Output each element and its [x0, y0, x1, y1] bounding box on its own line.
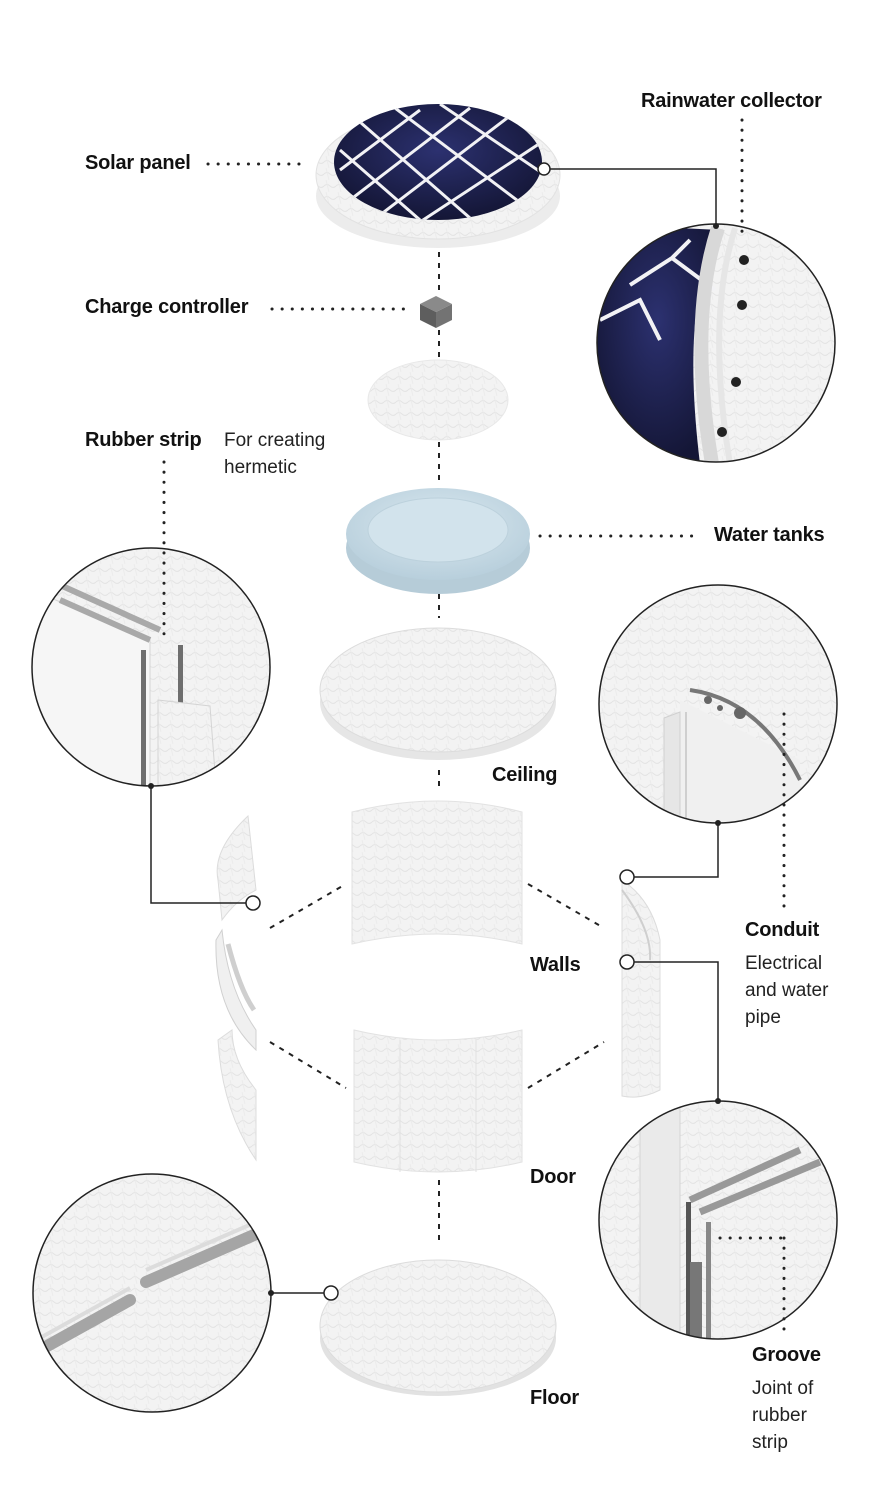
desc-groove: Joint of rubber strip [752, 1375, 813, 1456]
desc-rubber-strip-line: hermetic [224, 457, 297, 478]
desc-conduit-line: pipe [745, 1007, 781, 1028]
label-groove: Groove [752, 1344, 821, 1366]
wall-left-side [215, 814, 261, 1162]
label-conduit: Conduit [745, 919, 820, 941]
desc-groove-line: rubber [752, 1405, 807, 1426]
desc-conduit-line: Electrical [745, 953, 823, 974]
floor-component [319, 1259, 557, 1396]
detail-circle-floor-joint [32, 1173, 272, 1413]
insulation-disc [367, 359, 509, 441]
water-tank-component [346, 488, 530, 594]
label-walls: Walls [530, 954, 581, 976]
detail-circle-rainwater [596, 223, 836, 463]
detail-circle-conduit [598, 584, 838, 824]
label-charge-controller: Charge controller [85, 296, 249, 318]
charge-controller-box [420, 296, 452, 328]
label-door: Door [530, 1166, 576, 1188]
desc-groove-line: strip [752, 1432, 788, 1453]
desc-conduit-line: and water [745, 980, 829, 1001]
desc-conduit: Electrical and water pipe [745, 950, 828, 1031]
wall-connectors [269, 883, 605, 1089]
label-rainwater-collector: Rainwater collector [641, 90, 822, 112]
wall-right-side [619, 869, 661, 1098]
label-floor: Floor [530, 1387, 579, 1409]
desc-groove-line: Joint of [752, 1378, 814, 1399]
desc-rubber-strip-line: For creating [224, 430, 326, 451]
label-water-tanks: Water tanks [714, 524, 825, 546]
desc-rubber-strip: For creating hermetic [224, 427, 325, 481]
wall-front-panel [351, 800, 523, 945]
detail-circle-rubber-strip [31, 547, 271, 787]
solar-panel-component [315, 104, 561, 248]
label-ceiling: Ceiling [492, 764, 558, 786]
ceiling-component [319, 627, 557, 760]
label-rubber-strip: Rubber strip [85, 429, 202, 451]
dotted-leaders [162, 118, 786, 1340]
label-solar-panel: Solar panel [85, 152, 191, 174]
leader-lines [150, 168, 719, 1294]
detail-circle-groove [598, 1100, 838, 1340]
leader-dots [148, 223, 721, 1296]
door-panel [353, 1029, 523, 1173]
